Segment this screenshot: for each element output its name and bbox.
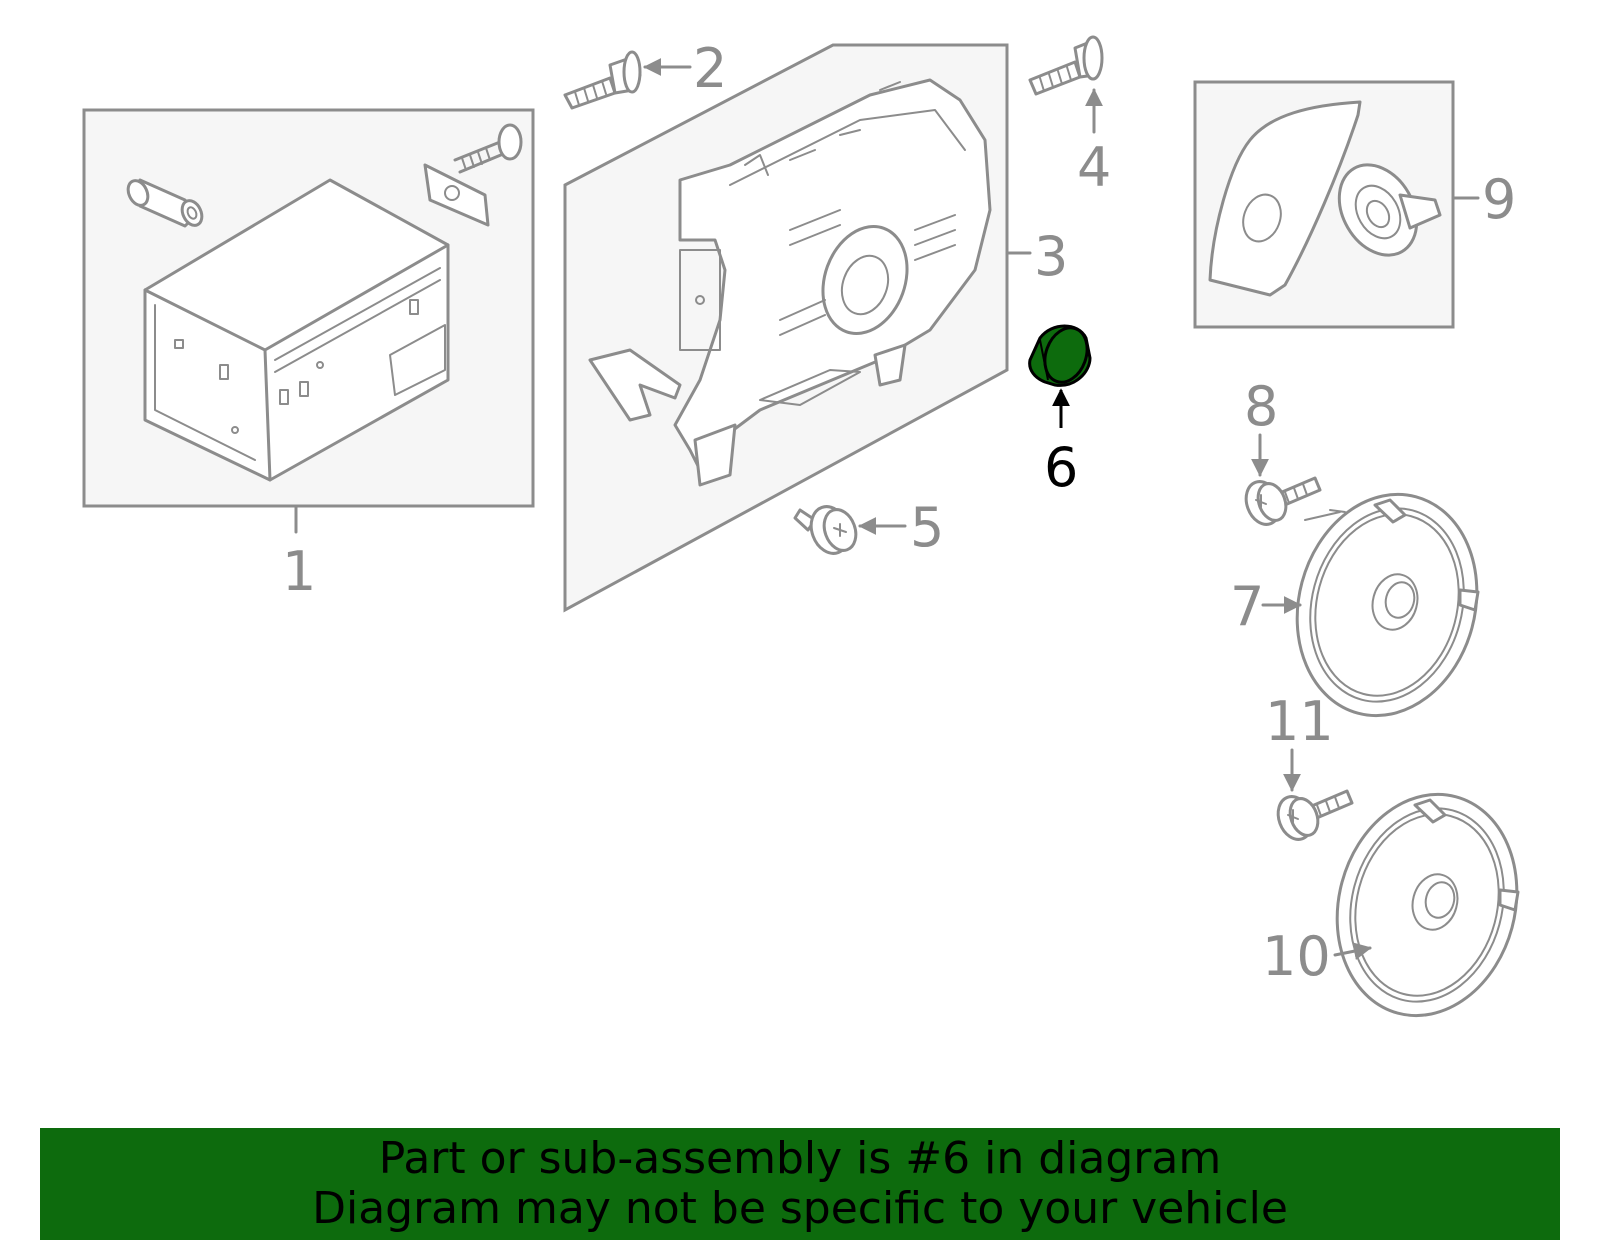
screw-2[interactable] [563,50,642,110]
speaker-7[interactable] [1273,474,1501,736]
callout-3: 3 [1034,225,1068,288]
screw-11[interactable] [1272,789,1354,844]
banner-line-1: Part or sub-assembly is #6 in diagram [378,1133,1222,1184]
screw-4[interactable] [1028,35,1104,96]
control-panel-bezel [588,78,992,487]
knob-6-highlighted[interactable] [1028,322,1095,388]
speaker-10[interactable] [1313,774,1541,1036]
tweeter-group[interactable] [1193,80,1480,329]
callout-10-arrow [1333,942,1372,961]
callout-11: 11 [1265,690,1334,753]
callout-4: 4 [1077,136,1111,199]
callout-10: 10 [1262,925,1331,988]
callout-6: 6 [1044,436,1078,499]
callout-8: 8 [1244,375,1278,438]
radio-receiver-unit [143,178,450,482]
screw-8[interactable] [1240,476,1322,529]
info-banner: Part or sub-assembly is #6 in diagram Di… [40,1128,1560,1240]
antenna-plug [126,178,204,228]
mounting-bracket [423,123,523,227]
callout-2: 2 [693,37,727,100]
callout-1: 1 [282,540,316,603]
tweeter-speaker [1337,163,1442,257]
callout-9: 9 [1482,168,1516,231]
banner-line-2: Diagram may not be specific to your vehi… [312,1183,1288,1234]
callout-7: 7 [1230,575,1264,638]
control-panel-group[interactable] [563,43,1032,613]
radio-receiver-group[interactable] [82,108,535,534]
callout-5: 5 [910,496,944,559]
screw-5[interactable] [793,501,861,558]
tweeter-cover [1208,100,1362,297]
